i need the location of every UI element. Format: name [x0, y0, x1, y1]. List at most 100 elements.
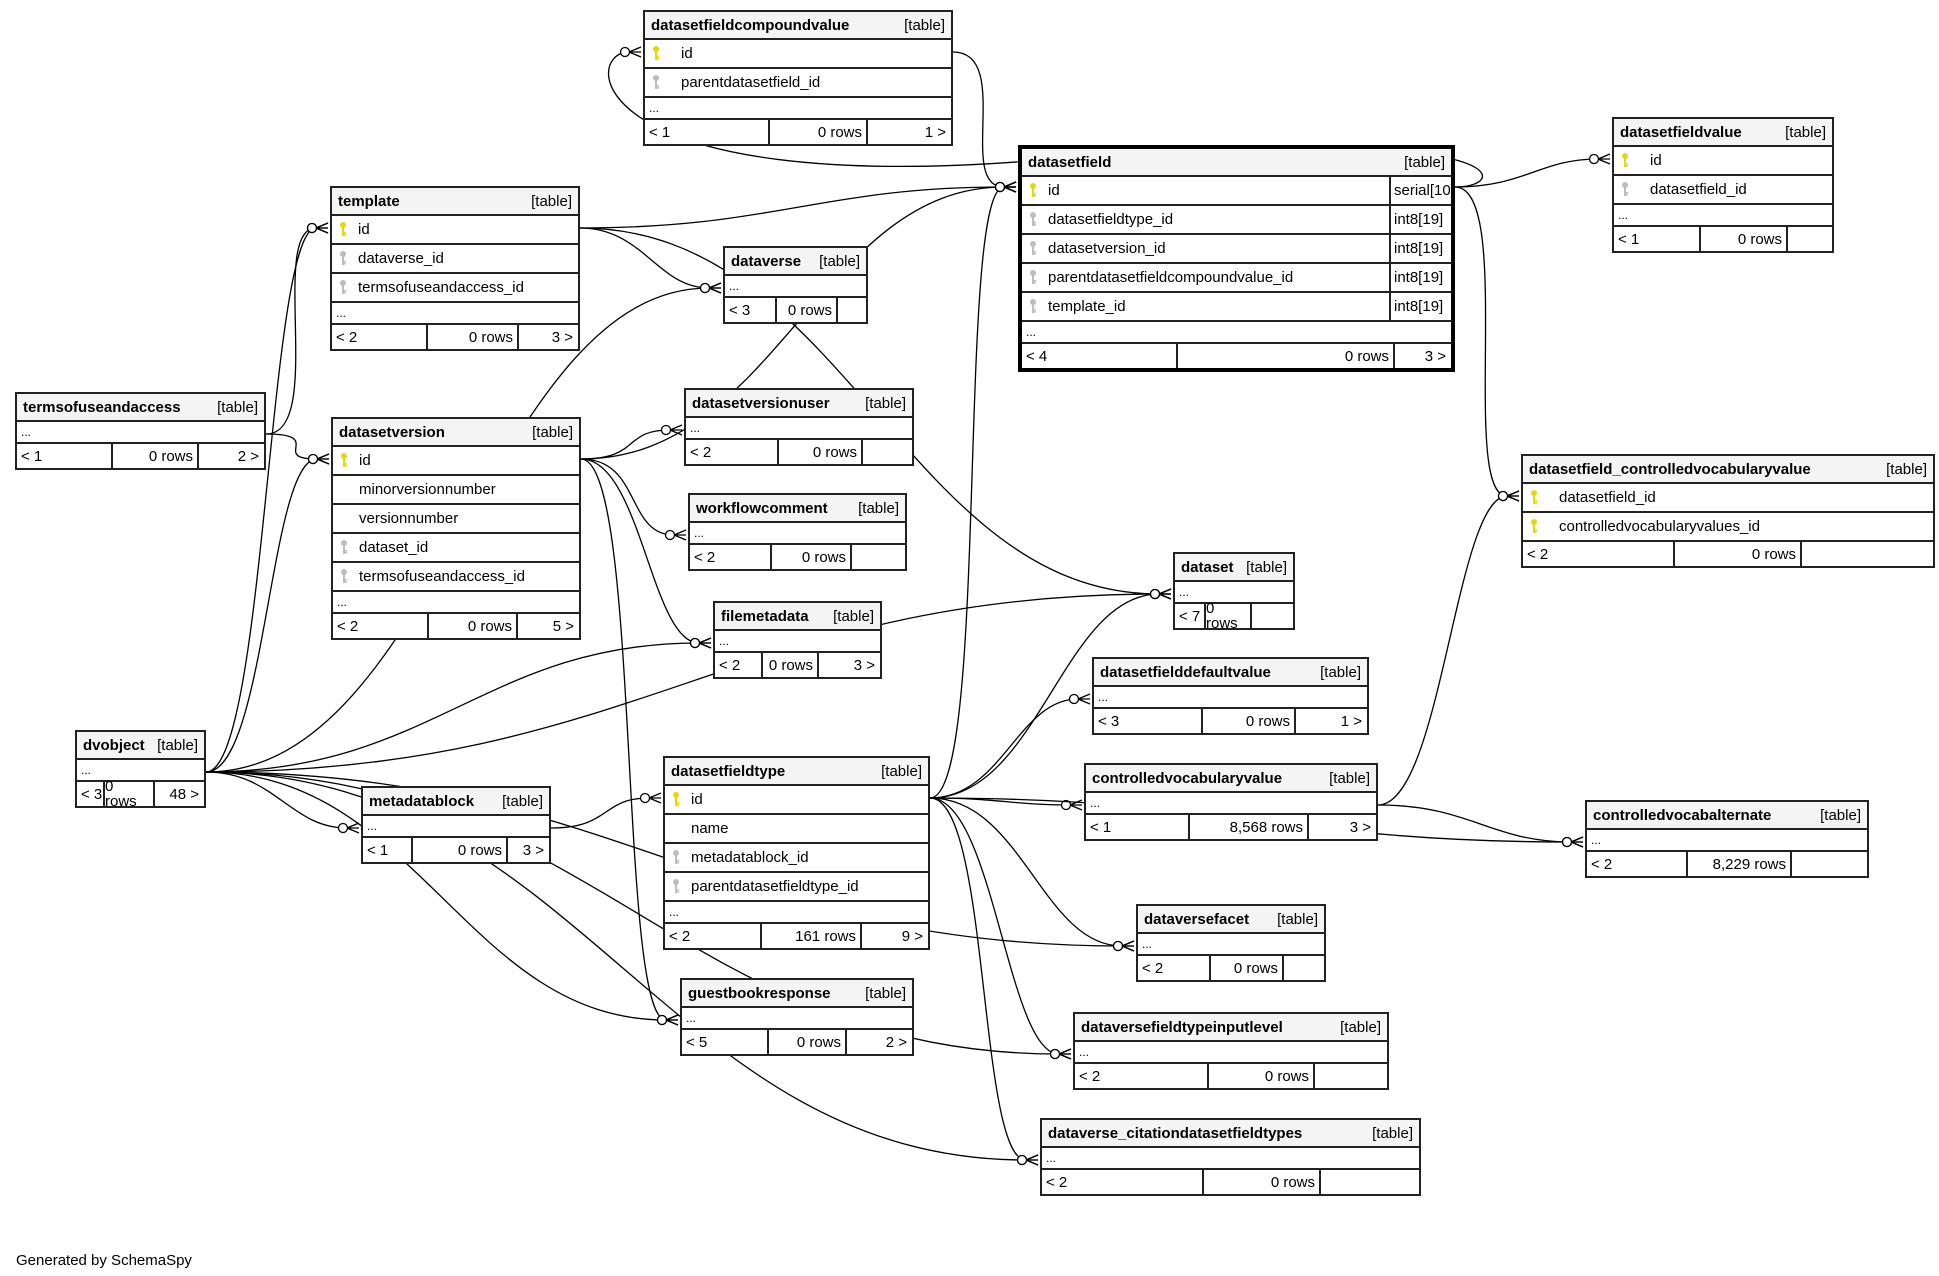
column-row[interactable]: datasetfield_id [1614, 176, 1832, 205]
child-count-link[interactable]: 3 > [522, 841, 544, 859]
column-row[interactable]: name [665, 815, 928, 844]
child-count-link[interactable] [1321, 1170, 1419, 1194]
table-header[interactable]: dataversefieldtypeinputlevel[table] [1075, 1014, 1387, 1042]
column-row[interactable]: id [645, 40, 951, 69]
child-count-link[interactable]: 2 > [237, 447, 259, 465]
table-header[interactable]: datasetfield[table] [1022, 149, 1451, 177]
parent-count-link[interactable]: < 4 [1022, 344, 1178, 368]
table-name[interactable]: workflowcomment [696, 499, 828, 517]
column-row[interactable]: parentdatasetfield_id [645, 69, 951, 98]
parent-count-link[interactable]: < 3 [725, 298, 777, 322]
more-columns-ellipsis[interactable]: ... [1094, 687, 1367, 709]
parent-count-link[interactable]: < 2 [1042, 1170, 1204, 1194]
column-row[interactable]: dataverse_id [332, 245, 578, 274]
table-name[interactable]: datasetfielddefaultvalue [1100, 663, 1271, 681]
table-dataversefieldtypeinputlevel[interactable]: dataversefieldtypeinputlevel[table]...< … [1073, 1012, 1389, 1090]
table-header[interactable]: dataset[table] [1175, 554, 1293, 582]
more-columns-ellipsis[interactable]: ... [645, 98, 951, 120]
table-header[interactable]: dataversefacet[table] [1138, 906, 1324, 934]
column-row[interactable]: id [1614, 147, 1832, 176]
table-name[interactable]: metadatablock [369, 792, 475, 810]
column-row[interactable]: parentdatasetfieldtype_id [665, 873, 928, 902]
parent-count-link[interactable]: < 2 [1523, 542, 1675, 566]
child-count-link[interactable]: 3 > [551, 328, 573, 346]
table-name[interactable]: dataverse [731, 252, 802, 270]
parent-count-link[interactable]: < 1 [645, 120, 770, 144]
table-name[interactable]: datasetfieldtype [671, 762, 786, 780]
table-header[interactable]: template[table] [332, 188, 578, 216]
parent-count-link[interactable]: < 2 [1138, 956, 1211, 980]
table-header[interactable]: dvobject[table] [77, 732, 204, 760]
more-columns-ellipsis[interactable]: ... [363, 816, 549, 838]
table-header[interactable]: workflowcomment[table] [690, 495, 905, 523]
child-count-link[interactable] [1315, 1064, 1387, 1088]
table-name[interactable]: datasetversionuser [692, 394, 830, 412]
child-count-link[interactable]: 1 > [1340, 712, 1362, 730]
column-row[interactable]: metadatablock_id [665, 844, 928, 873]
table-header[interactable]: controlledvocabularyvalue[table] [1086, 765, 1376, 793]
more-columns-ellipsis[interactable]: ... [1086, 793, 1376, 815]
more-columns-ellipsis[interactable]: ... [715, 631, 880, 653]
more-columns-ellipsis[interactable]: ... [665, 902, 928, 924]
more-columns-ellipsis[interactable]: ... [1042, 1148, 1419, 1170]
table-name[interactable]: datasetfield_controlledvocabularyvalue [1529, 460, 1811, 478]
column-row[interactable]: datasetfield_id [1523, 484, 1933, 513]
more-columns-ellipsis[interactable]: ... [17, 422, 264, 444]
table-name[interactable]: datasetfield [1028, 153, 1112, 171]
more-columns-ellipsis[interactable]: ... [77, 760, 204, 782]
more-columns-ellipsis[interactable]: ... [686, 418, 912, 440]
more-columns-ellipsis[interactable]: ... [1138, 934, 1324, 956]
parent-count-link[interactable]: < 3 [77, 782, 105, 806]
child-count-link[interactable] [1792, 852, 1867, 876]
table-dataverse-citationdatasetfieldtypes[interactable]: dataverse_citationdatasetfieldtypes[tabl… [1040, 1118, 1421, 1196]
child-count-link[interactable]: 5 > [552, 617, 574, 635]
more-columns-ellipsis[interactable]: ... [1075, 1042, 1387, 1064]
table-name[interactable]: termsofuseandaccess [23, 398, 181, 416]
table-header[interactable]: datasetfieldtype[table] [665, 758, 928, 786]
table-header[interactable]: controlledvocabalternate[table] [1587, 802, 1867, 830]
child-count-link[interactable] [863, 440, 912, 464]
more-columns-ellipsis[interactable]: ... [333, 592, 579, 614]
table-name[interactable]: datasetversion [339, 423, 445, 441]
column-row[interactable]: termsofuseandaccess_id [332, 274, 578, 303]
parent-count-link[interactable]: < 2 [686, 440, 779, 464]
table-datasetfield-controlledvocabularyvalue[interactable]: datasetfield_controlledvocabularyvalue[t… [1521, 454, 1935, 568]
parent-count-link[interactable]: < 7 [1175, 604, 1206, 628]
parent-count-link[interactable]: < 1 [17, 444, 113, 468]
parent-count-link[interactable]: < 2 [1075, 1064, 1209, 1088]
table-header[interactable]: datasetversion[table] [333, 419, 579, 447]
table-name[interactable]: datasetfieldcompoundvalue [651, 16, 850, 34]
child-count-link[interactable] [1252, 604, 1293, 628]
child-count-link[interactable]: 2 > [885, 1033, 907, 1051]
table-header[interactable]: datasetversionuser[table] [686, 390, 912, 418]
table-header[interactable]: filemetadata[table] [715, 603, 880, 631]
more-columns-ellipsis[interactable]: ... [1022, 322, 1451, 344]
parent-count-link[interactable]: < 1 [1086, 815, 1190, 839]
column-row[interactable]: dataset_id [333, 534, 579, 563]
table-header[interactable]: metadatablock[table] [363, 788, 549, 816]
column-row[interactable]: minorversionnumber [333, 476, 579, 505]
table-name[interactable]: filemetadata [721, 607, 809, 625]
child-count-link[interactable] [1284, 956, 1324, 980]
table-name[interactable]: template [338, 192, 400, 210]
table-header[interactable]: datasetfieldcompoundvalue[table] [645, 12, 951, 40]
table-name[interactable]: controlledvocabalternate [1593, 806, 1772, 824]
table-header[interactable]: termsofuseandaccess[table] [17, 394, 264, 422]
table-header[interactable]: datasetfielddefaultvalue[table] [1094, 659, 1367, 687]
